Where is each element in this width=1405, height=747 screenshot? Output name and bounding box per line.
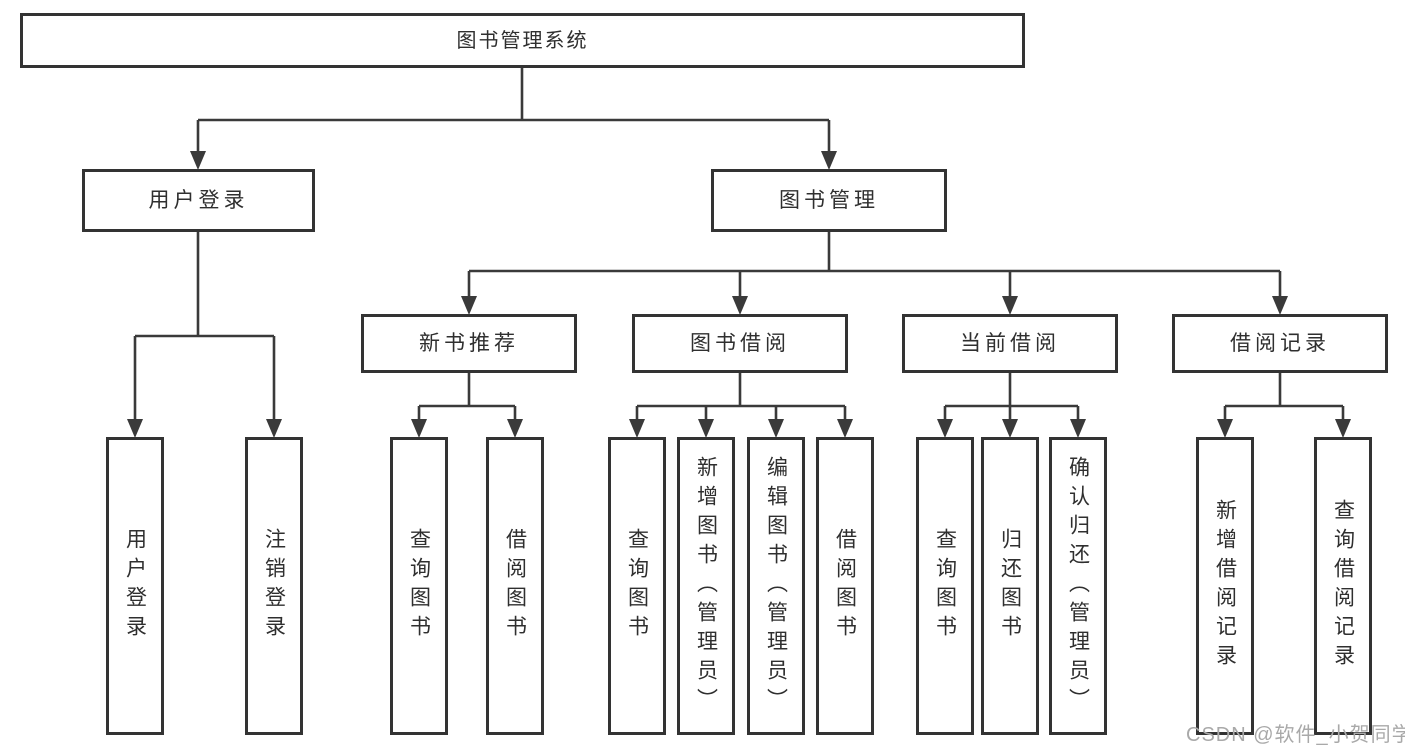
node-label: 借阅记录 — [1230, 332, 1330, 355]
node-user-login-leaf: 用户登录 — [106, 437, 164, 735]
node-logout: 注销登录 — [245, 437, 303, 735]
node-label: 确认归还（管理员） — [1066, 455, 1090, 717]
node-label: 查询图书 — [407, 528, 431, 644]
node-edit-books-admin: 编辑图书（管理员） — [747, 437, 805, 735]
node-label: 借阅图书 — [833, 528, 857, 644]
node-label: 当前借阅 — [960, 332, 1060, 355]
node-query-borrow-record: 查询借阅记录 — [1314, 437, 1372, 735]
arrowheads — [127, 151, 1351, 438]
node-borrow-books-leaf: 借阅图书 — [816, 437, 874, 735]
node-query-books-recommend: 查询图书 — [390, 437, 448, 735]
node-label: 借阅图书 — [503, 528, 527, 644]
node-book-borrow: 图书借阅 — [632, 314, 848, 373]
node-user-login: 用户登录 — [82, 169, 315, 232]
node-borrow-records: 借阅记录 — [1172, 314, 1388, 373]
watermark: CSDN @软件_小贺同学 — [1186, 724, 1405, 746]
node-return-books: 归还图书 — [981, 437, 1039, 735]
node-label: 图书借阅 — [690, 332, 790, 355]
node-book-management: 图书管理 — [711, 169, 947, 232]
node-label: 图书管理 — [779, 189, 879, 212]
node-borrow-books-recommend: 借阅图书 — [486, 437, 544, 735]
node-label: 新增图书（管理员） — [694, 455, 718, 717]
node-label: 查询借阅记录 — [1331, 499, 1355, 673]
node-label: 归还图书 — [998, 528, 1022, 644]
node-label: 图书管理系统 — [456, 29, 589, 52]
node-add-books-admin: 新增图书（管理员） — [677, 437, 735, 735]
node-query-books-borrow: 查询图书 — [608, 437, 666, 735]
node-label: 新增借阅记录 — [1213, 499, 1237, 673]
node-label: 新书推荐 — [419, 332, 519, 355]
node-label: 编辑图书（管理员） — [764, 455, 788, 717]
node-label: 用户登录 — [123, 528, 147, 644]
node-label: 注销登录 — [262, 528, 286, 644]
node-confirm-return-admin: 确认归还（管理员） — [1049, 437, 1107, 735]
tree-edges — [133, 68, 1345, 420]
node-label: 用户登录 — [148, 189, 249, 212]
node-query-books-current: 查询图书 — [916, 437, 974, 735]
node-current-borrow: 当前借阅 — [902, 314, 1118, 373]
node-add-borrow-record: 新增借阅记录 — [1196, 437, 1254, 735]
node-label: 查询图书 — [933, 528, 957, 644]
node-library-management-system: 图书管理系统 — [20, 13, 1025, 68]
node-label: 查询图书 — [625, 528, 649, 644]
node-new-book-recommend: 新书推荐 — [361, 314, 577, 373]
